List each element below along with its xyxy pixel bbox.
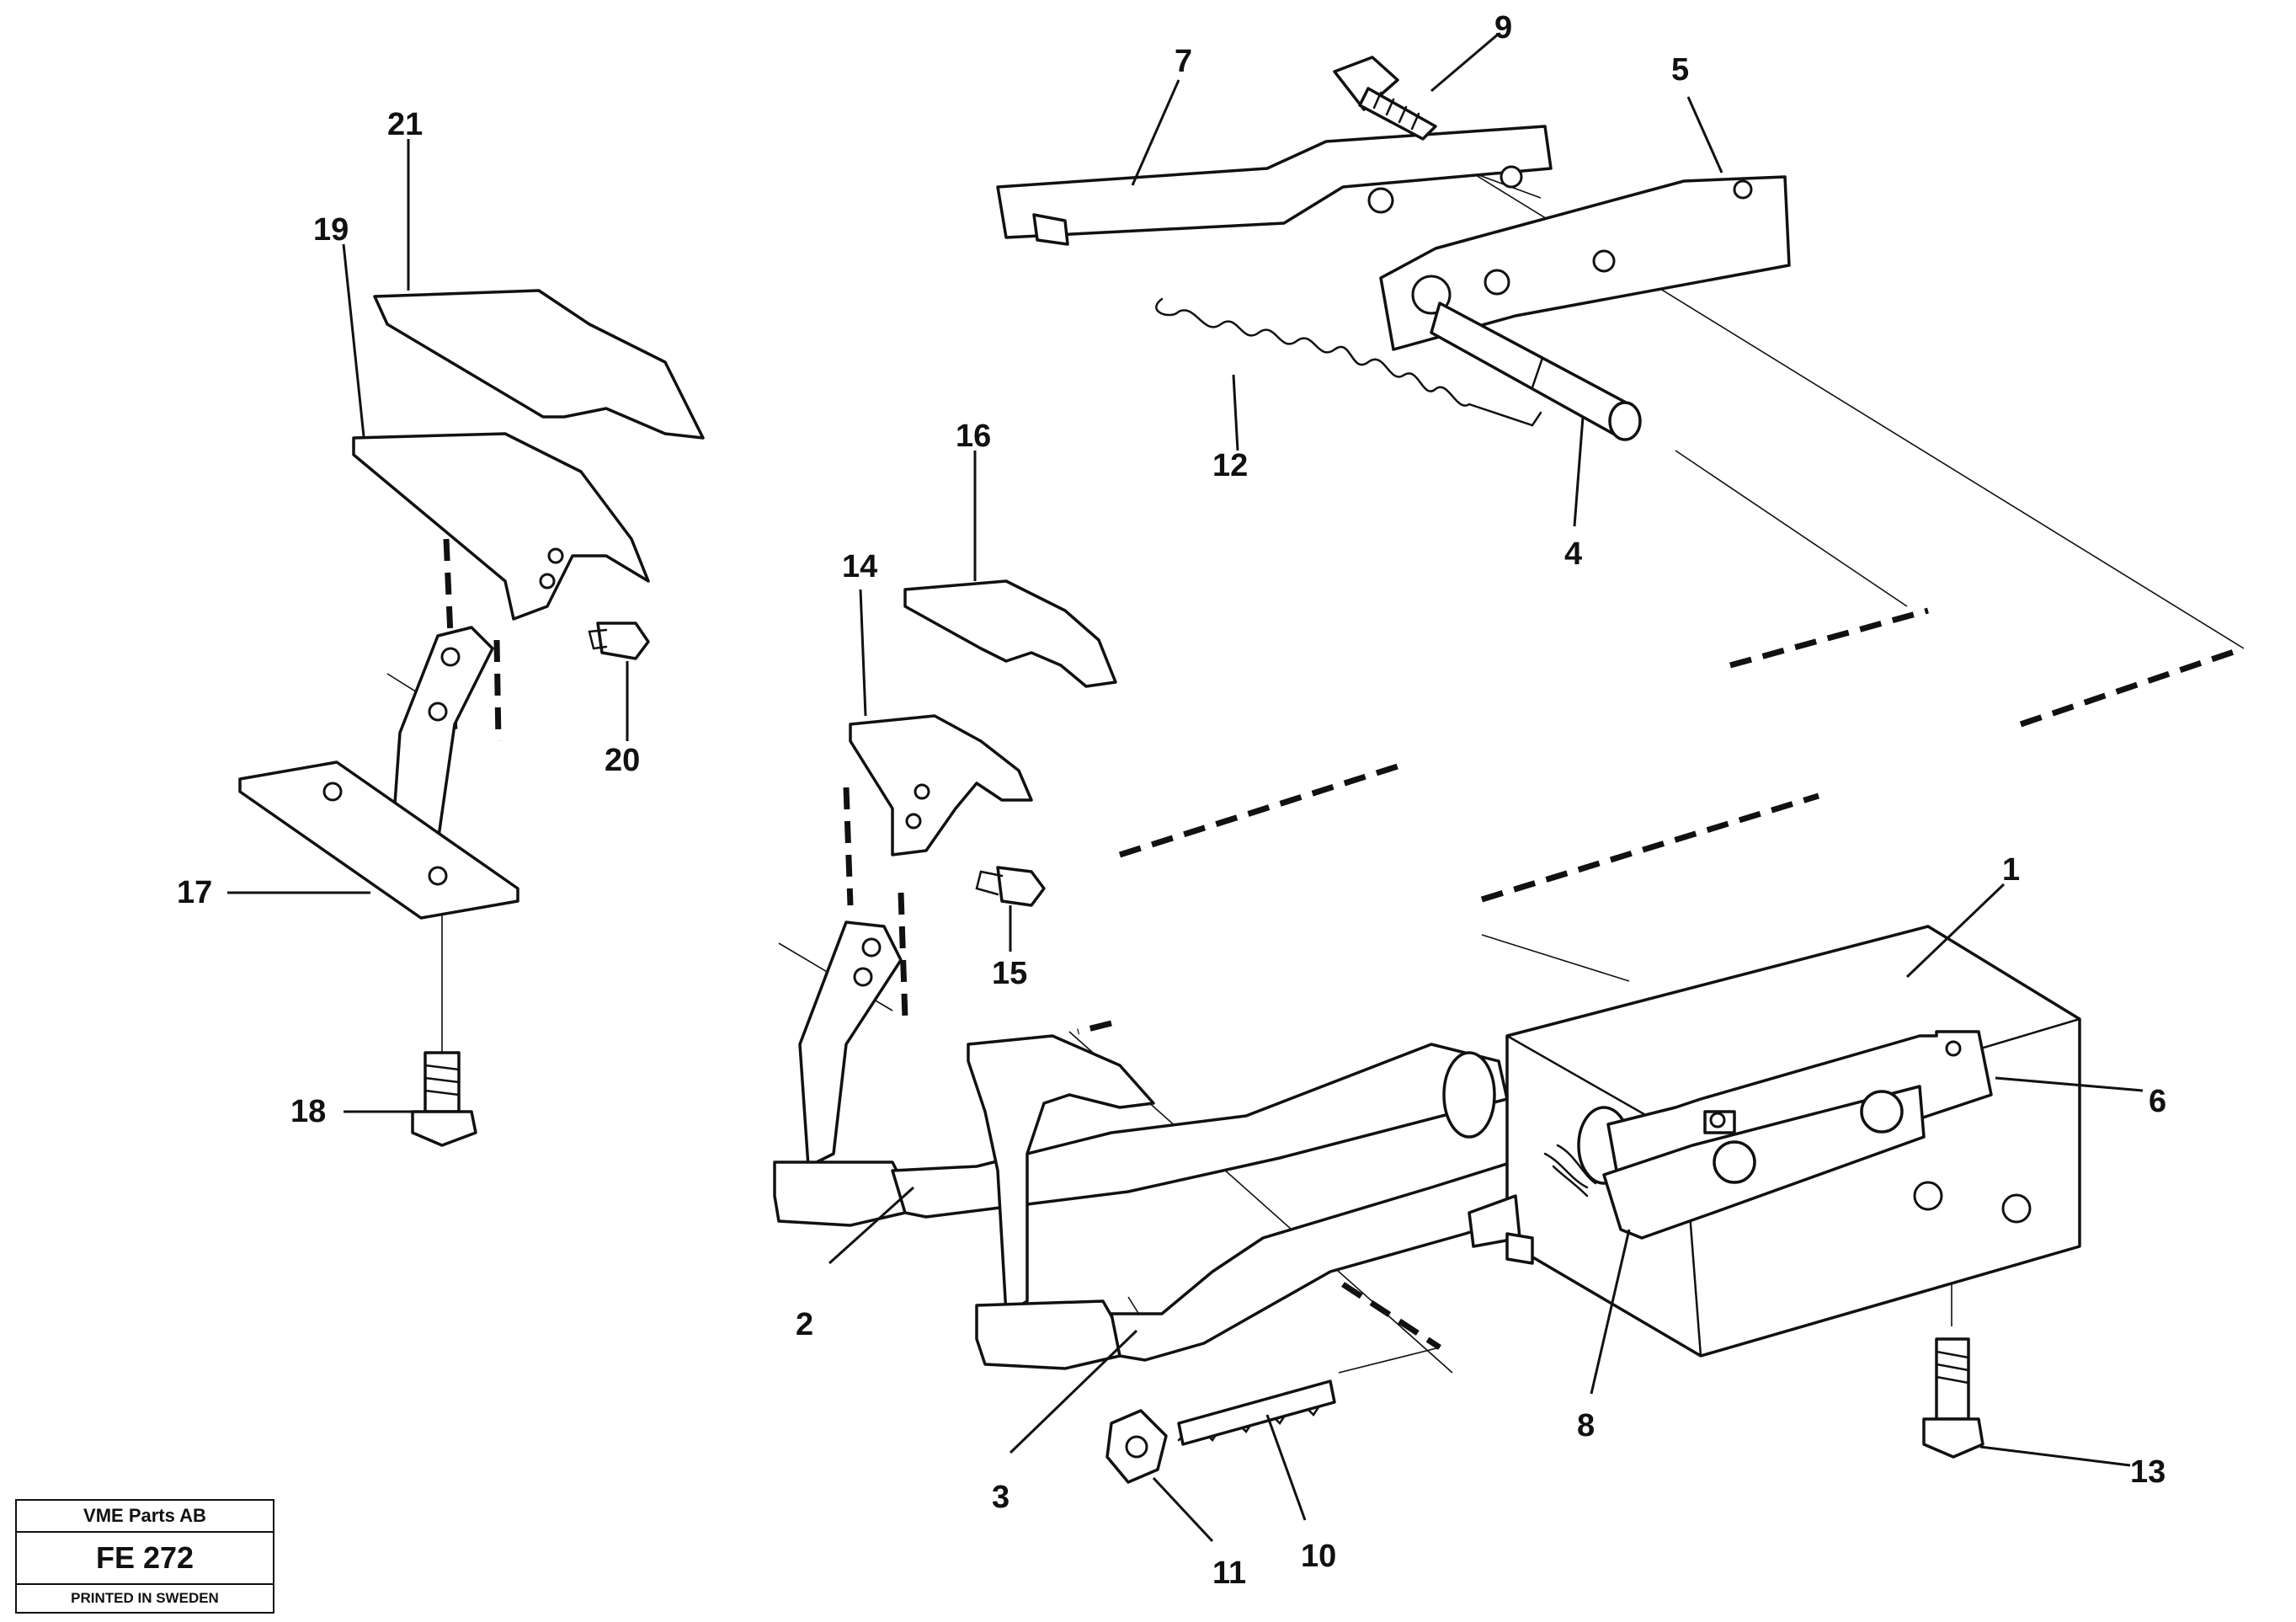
callout-labels: 1 2 3 4 5 6 7 8 9 10 11 12 13 14 15 16 1…	[177, 10, 2166, 1591]
callout-15: 15	[992, 956, 1027, 991]
callout-19: 19	[313, 212, 349, 248]
leader-lines	[227, 32, 2144, 1543]
part-19-pedal-pad	[352, 432, 650, 621]
callout-7: 7	[1175, 44, 1192, 79]
callout-18: 18	[290, 1094, 326, 1129]
callout-13: 13	[2130, 1454, 2165, 1490]
callout-9: 9	[1494, 10, 1512, 45]
callout-20: 20	[605, 743, 640, 778]
part-7-lever	[996, 125, 1553, 246]
part-11-nut	[1105, 1409, 1168, 1484]
part-9-bolt	[1333, 56, 1437, 141]
callout-8: 8	[1577, 1408, 1595, 1443]
part-4-shaft	[1430, 301, 1642, 441]
title-block: VME Parts AB FE 272 PRINTED IN SWEDEN	[15, 1499, 274, 1614]
title-block-company: VME Parts AB	[17, 1501, 273, 1533]
part-18-bolt	[411, 1051, 477, 1147]
callout-16: 16	[956, 419, 991, 454]
callout-17: 17	[177, 875, 212, 910]
callout-10: 10	[1301, 1539, 1336, 1574]
spring-and-pin	[1468, 1144, 1597, 1265]
callout-6: 6	[2149, 1084, 2166, 1119]
part-8-link	[1602, 1085, 1926, 1240]
part-15-screw	[975, 866, 1046, 907]
callout-12: 12	[1212, 448, 1248, 483]
callout-3: 3	[992, 1480, 1009, 1515]
callout-14: 14	[842, 549, 877, 584]
part-10-spring	[1177, 1379, 1336, 1446]
callout-2: 2	[796, 1307, 813, 1342]
callout-21: 21	[387, 107, 423, 142]
title-block-printed: PRINTED IN SWEDEN	[71, 1590, 219, 1606]
part-13-bolt	[1922, 1337, 1984, 1459]
part-17-pedal-bracket	[238, 626, 519, 920]
callout-11: 11	[1212, 1555, 1246, 1591]
part-5-bracket	[1379, 175, 1791, 351]
callout-5: 5	[1671, 52, 1689, 88]
phantom-lines	[443, 538, 2245, 1350]
part-16-pedal-pad	[903, 579, 1117, 688]
title-block-code: FE 272	[17, 1533, 273, 1585]
part-14-pedal-pad	[849, 714, 1033, 856]
part-12-spring	[1155, 297, 1542, 427]
part-20-screw	[588, 622, 650, 660]
part-21-pedal-pad	[373, 289, 705, 440]
callout-4: 4	[1564, 536, 1582, 572]
callout-1: 1	[2002, 852, 2020, 888]
part-2-pedal-arm	[773, 920, 1509, 1227]
